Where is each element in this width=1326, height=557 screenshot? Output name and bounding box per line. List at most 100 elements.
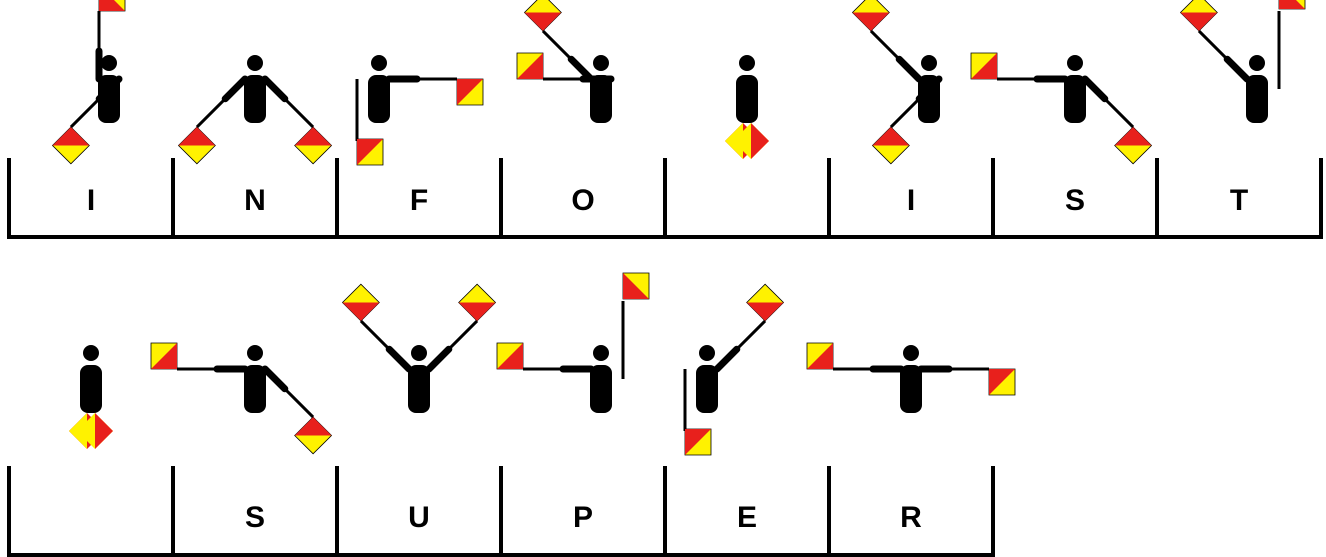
cell-letter: I [907, 184, 915, 217]
figure-body [736, 75, 758, 123]
semaphore-figure [177, 55, 333, 165]
cell-letter: R [900, 501, 922, 534]
flag-red-half [457, 79, 483, 105]
figure-head [699, 345, 715, 361]
figure-head [1249, 55, 1265, 71]
flag-red-half [497, 343, 523, 369]
flag-red-half [807, 343, 833, 369]
flag-pole [359, 319, 391, 351]
figure-head [83, 345, 99, 361]
semaphore-figure [806, 342, 1016, 413]
semaphore-figure [150, 342, 333, 455]
flag-red-half [294, 417, 332, 436]
flag-red-half [52, 127, 90, 146]
figure-body [1064, 75, 1086, 123]
flag-pole [1103, 97, 1135, 129]
semaphore-figure [51, 0, 126, 165]
arm [95, 75, 123, 103]
figure-body [408, 365, 430, 413]
flag-pole [735, 319, 767, 351]
flag-pole [889, 97, 921, 129]
flag-red-half [685, 429, 711, 455]
flag-red-half [99, 0, 125, 11]
figure-head [101, 55, 117, 71]
arm [221, 75, 249, 103]
cell-letter: S [1065, 184, 1085, 217]
figure-body [696, 365, 718, 413]
cell-letter: O [571, 184, 594, 217]
flag-red-half [517, 53, 543, 79]
cell-letter: P [573, 501, 593, 534]
figure-body [244, 365, 266, 413]
figure-head [739, 55, 755, 71]
semaphore-figure [1179, 0, 1306, 123]
flag-red-half [746, 302, 784, 321]
flag-pole [447, 319, 479, 351]
arm [713, 345, 741, 373]
arm [261, 75, 289, 103]
arm [261, 365, 289, 393]
figure-body [244, 75, 266, 123]
flag-red-half [623, 273, 649, 299]
cell-letter: E [737, 501, 757, 534]
figure-head [593, 55, 609, 71]
cell-letter: F [410, 184, 428, 217]
cell-letter: S [245, 501, 265, 534]
semaphore-figure [970, 52, 1153, 165]
figure-head [247, 55, 263, 71]
flag-red-half [852, 12, 890, 31]
arm [385, 345, 413, 373]
flag-red-half [151, 343, 177, 369]
semaphore-figure [341, 283, 497, 413]
flag-red-half [458, 302, 496, 321]
figure-head [593, 345, 609, 361]
arm [425, 345, 453, 373]
figure-head [247, 345, 263, 361]
flag-red-half [357, 139, 383, 165]
flag-pole [1197, 29, 1229, 61]
flag-red-half [872, 127, 910, 146]
flag-pole [869, 29, 901, 61]
flag-pole [195, 97, 227, 129]
flag-red-half [989, 369, 1015, 395]
cell-letter: I [87, 184, 95, 217]
semaphore-figure [496, 272, 650, 413]
rest-flag-half [95, 413, 113, 449]
cell-letter: U [408, 501, 430, 534]
cell-letter: N [244, 184, 266, 217]
arm [895, 55, 923, 83]
flag-red-half [524, 12, 562, 31]
rest-flag-half [751, 123, 769, 159]
flag-red-half [294, 127, 332, 146]
flag-red-half [971, 53, 997, 79]
flag-red-half [1279, 0, 1305, 9]
figure-head [371, 55, 387, 71]
flag-red-half [1180, 12, 1218, 31]
semaphore-figure [683, 283, 785, 456]
figure-body [590, 75, 612, 123]
figure-head [411, 345, 427, 361]
figure-body [80, 365, 102, 413]
arm [1081, 75, 1109, 103]
flag-pole [69, 97, 101, 129]
semaphore-figure [516, 0, 615, 123]
flag-pole [541, 29, 573, 61]
semaphore-figure [725, 55, 769, 159]
semaphore-figure [69, 345, 113, 449]
arm [1223, 55, 1251, 83]
flag-pole [283, 97, 315, 129]
semaphore-figure [355, 55, 484, 166]
figure-body [1246, 75, 1268, 123]
figure-body [590, 365, 612, 413]
figure-head [903, 345, 919, 361]
figure-body [368, 75, 390, 123]
figure-head [1067, 55, 1083, 71]
flag-red-half [342, 302, 380, 321]
figure-head [921, 55, 937, 71]
figure-body [900, 365, 922, 413]
flag-red-half [1114, 127, 1152, 146]
flag-red-half [178, 127, 216, 146]
cell-letter: T [1230, 184, 1248, 217]
flag-pole [283, 387, 315, 419]
